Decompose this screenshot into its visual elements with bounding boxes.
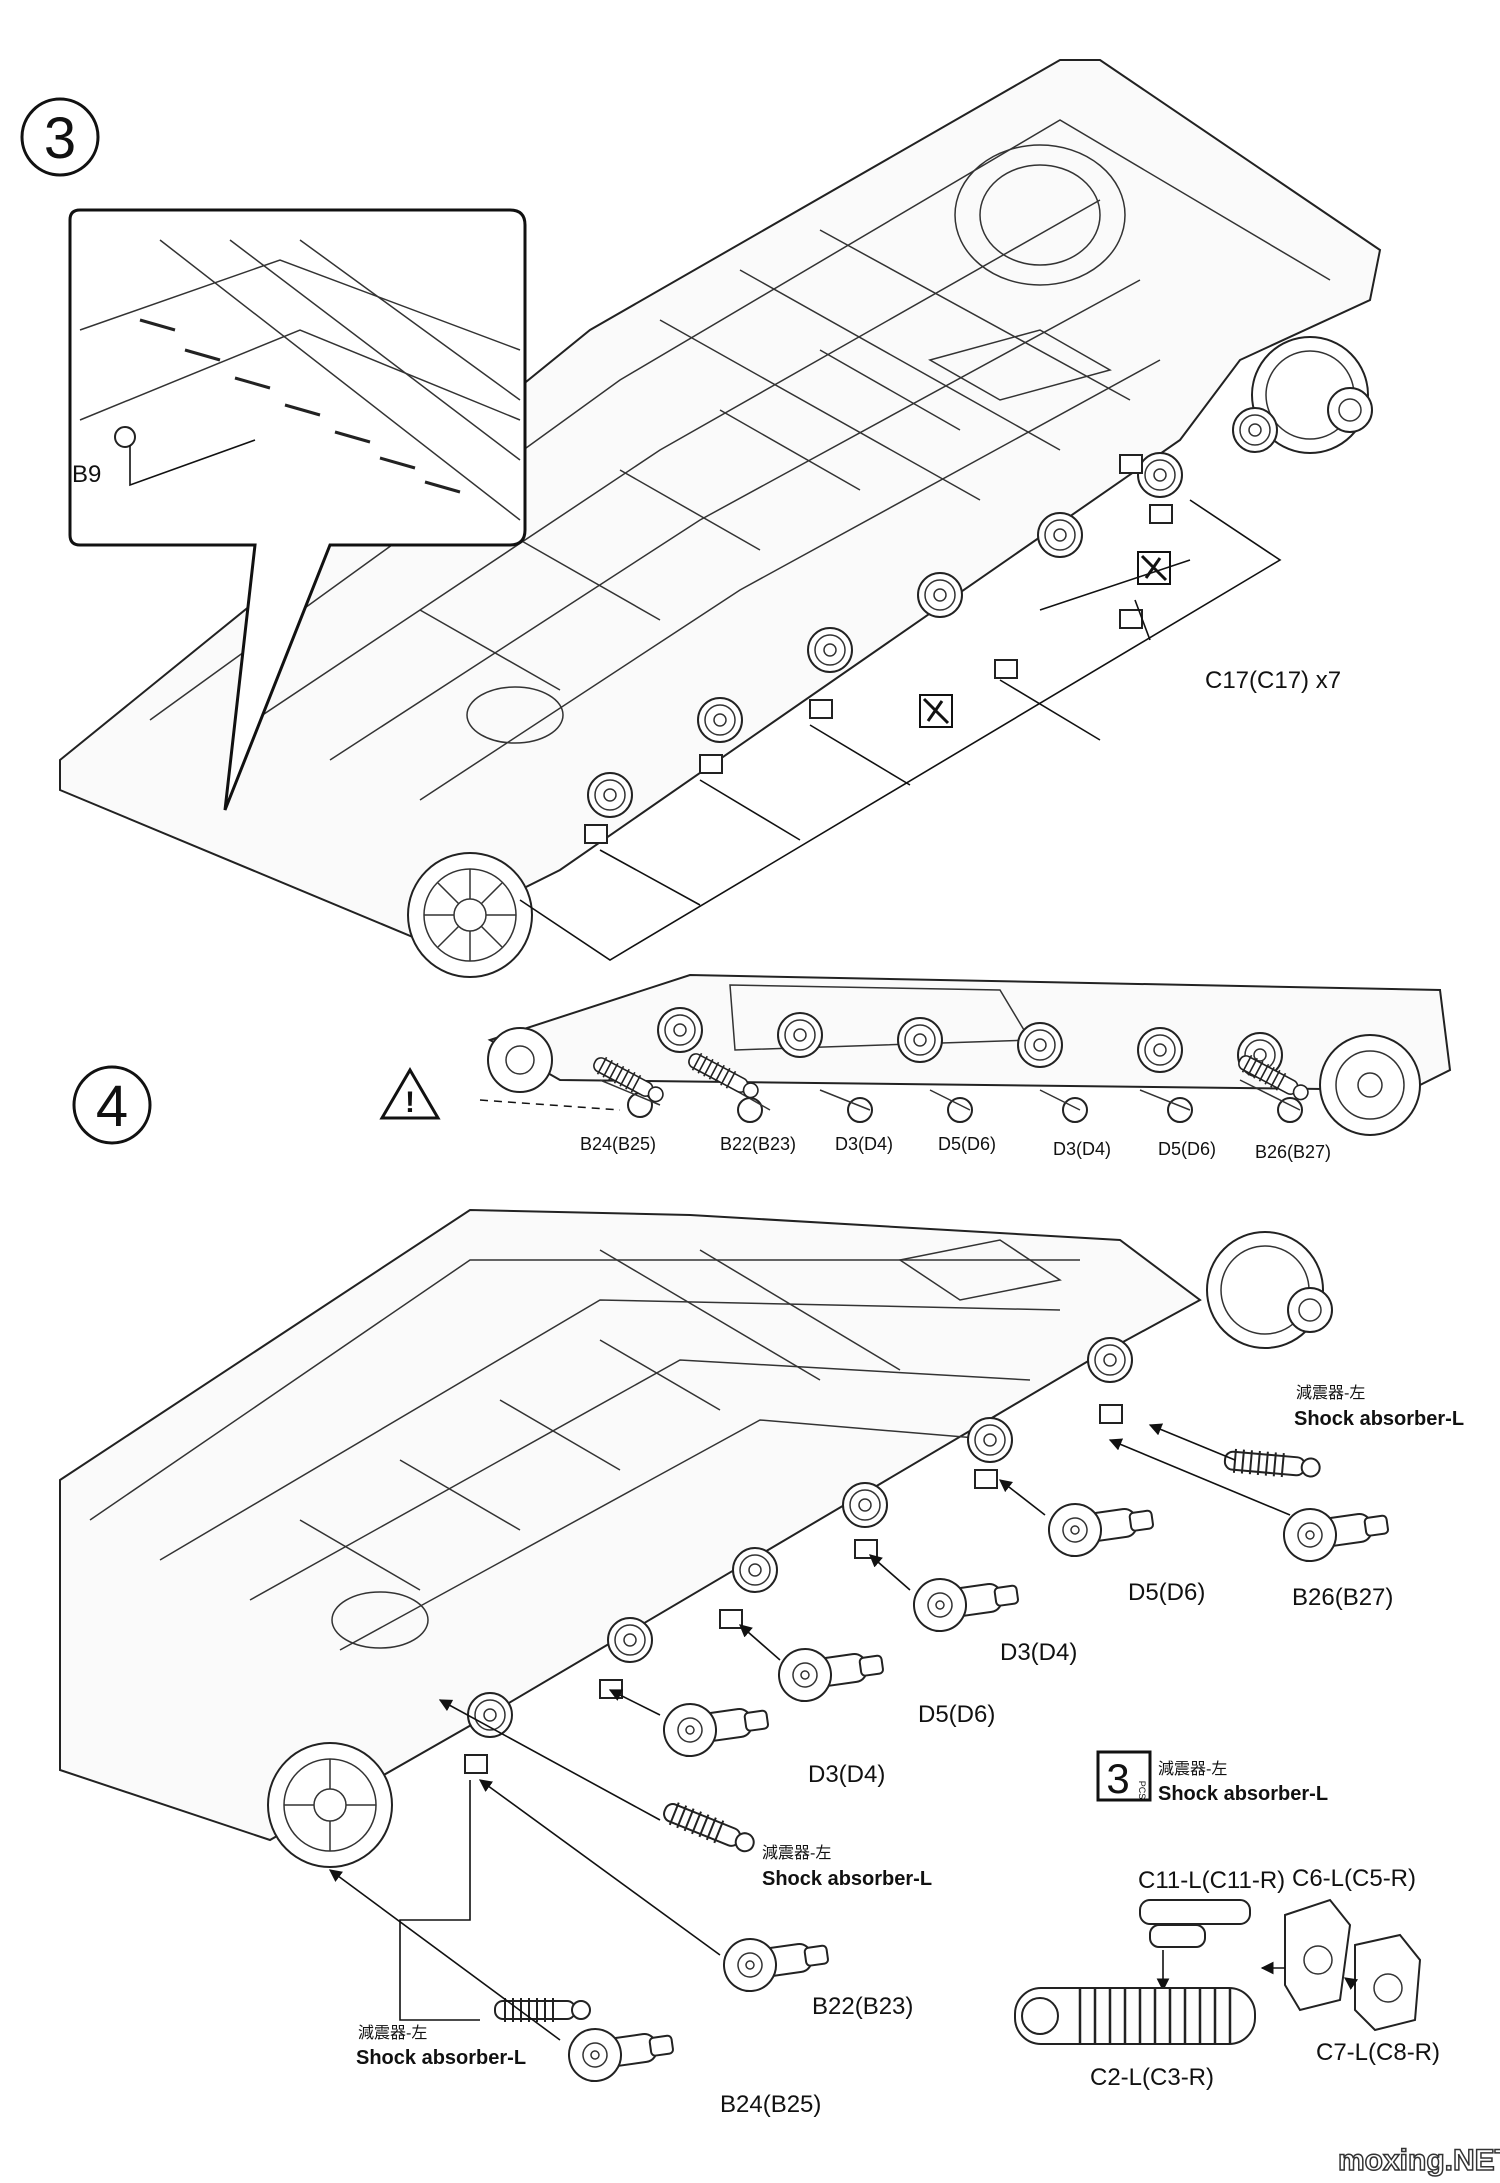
detail-callout: B9	[68, 208, 527, 811]
d5-label-a: D5(D6)	[1128, 1579, 1205, 1606]
warning-icon: !	[379, 1067, 441, 1120]
c2-label: C2-L(C3-R)	[1090, 2064, 1214, 2091]
arm-d3-a	[909, 1567, 1022, 1636]
side-label-2: B22(B23)	[720, 1134, 796, 1154]
side-label-5: D3(D4)	[1053, 1139, 1111, 1159]
arm-d3-b	[659, 1692, 772, 1761]
assembly-arrows	[328, 1423, 1291, 2041]
shock-absorber-2	[659, 1797, 759, 1858]
hull-top-view	[59, 59, 1382, 942]
no-glue-icon	[1137, 551, 1171, 585]
step-4-badge	[72, 1065, 152, 1145]
side-view: ! B24(B25) B22(B23) D3(D4) D5(D6) D3(D4)…	[379, 973, 1452, 1162]
shock-label-cn-1: 減震器-左	[1296, 1383, 1365, 1402]
d3-label-b: D3(D4)	[808, 1761, 885, 1788]
part-c2	[1014, 1987, 1256, 2045]
shock-label-cn-2: 減震器-左	[762, 1843, 831, 1862]
quantity-unit: PCS	[1137, 1781, 1147, 1800]
watermark: moxing.NET	[1337, 2143, 1500, 2178]
side-label-1: B24(B25)	[580, 1134, 656, 1154]
c7-arrow	[1343, 1977, 1359, 1990]
b24-label: B24(B25)	[720, 2091, 821, 2118]
step-3-number: 3	[44, 106, 76, 171]
step4-shaft-ends	[464, 1404, 1123, 1774]
d5-label-b: D5(D6)	[918, 1701, 995, 1728]
side-label-3: D3(D4)	[835, 1134, 893, 1154]
side-view-arms	[589, 1048, 1313, 1123]
step-3: 3	[20, 59, 1382, 978]
shock-label-cn-3: 減震器-左	[358, 2023, 427, 2042]
step-3-badge	[20, 97, 100, 177]
b22-label: B22(B23)	[812, 1993, 913, 2020]
arm-d5-b	[774, 1637, 887, 1706]
arm-b26	[1279, 1497, 1392, 1566]
no-glue-icon	[919, 694, 953, 728]
part-c6	[1284, 1898, 1352, 2012]
svg-text:!: !	[405, 1086, 415, 1119]
drive-sprocket	[1251, 336, 1373, 454]
shock-absorber-subassembly: 3 PCS 減震器-左 Shock absorber-L C11-L(C11-R…	[1014, 1750, 1440, 2091]
c6-label: C6-L(C5-R)	[1292, 1865, 1416, 1892]
part-c7	[1354, 1933, 1422, 2032]
c7-label: C7-L(C8-R)	[1316, 2039, 1440, 2066]
idler-wheel	[407, 852, 533, 978]
step-4: 4	[59, 1065, 1464, 2118]
side-label-6: D5(D6)	[1158, 1139, 1216, 1159]
step4-sprocket	[1206, 1231, 1333, 1349]
watermark-text: moxing.NET	[1338, 2144, 1500, 2177]
shock-label-en-2: Shock absorber-L	[762, 1868, 932, 1890]
c17-label: C17(C17) x7	[1205, 667, 1341, 694]
c11-label: C11-L(C11-R)	[1138, 1867, 1285, 1894]
shock-absorber-1	[1222, 1447, 1322, 1482]
arm-b24	[564, 2017, 677, 2086]
quantity-badge: 3 PCS	[1096, 1750, 1152, 1802]
c17-shafts	[584, 454, 1173, 844]
subassembly-en: Shock absorber-L	[1158, 1783, 1328, 1805]
b26-label: B26(B27)	[1292, 1584, 1393, 1611]
arm-b22	[719, 1927, 832, 1996]
shock-label-en-3: Shock absorber-L	[356, 2047, 526, 2069]
part-c11	[1139, 1899, 1251, 1948]
d3-label-a: D3(D4)	[1000, 1639, 1077, 1666]
b9-label: B9	[72, 461, 101, 488]
shock-label-en-1: Shock absorber-L	[1294, 1408, 1464, 1430]
hull-lower-view	[59, 1208, 1202, 1842]
guide-line-ticks	[599, 679, 1101, 906]
arm-d5-a	[1044, 1492, 1157, 1561]
quantity-number: 3	[1106, 1755, 1129, 1802]
guide-line-outer	[519, 499, 1282, 961]
side-view-idler	[487, 1027, 553, 1093]
side-label-7: B26(B27)	[1255, 1142, 1331, 1162]
subassembly-cn: 減震器-左	[1158, 1759, 1227, 1778]
step-4-number: 4	[96, 1074, 128, 1139]
side-view-sprocket	[1319, 1034, 1421, 1136]
step4-idler	[267, 1742, 393, 1868]
side-view-dash-line	[479, 1099, 621, 1111]
c17-pointer	[1039, 559, 1191, 641]
side-label-4: D5(D6)	[938, 1134, 996, 1154]
